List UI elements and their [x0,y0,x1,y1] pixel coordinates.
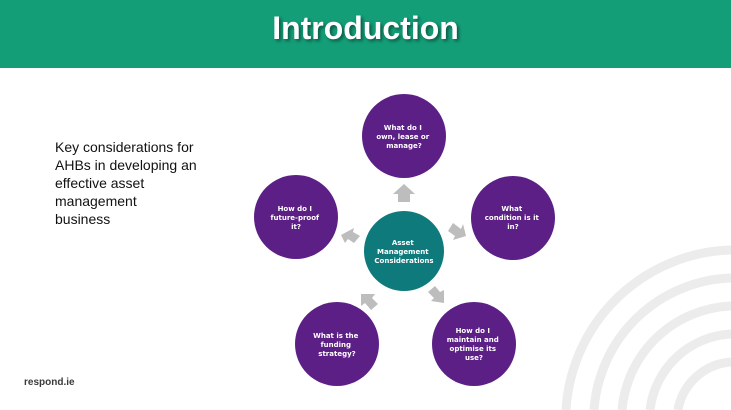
node-label-line: use? [465,354,483,362]
node-circle [362,94,446,178]
arrow-up [393,184,415,202]
node-label: How do I maintain and optimise its use? [447,327,501,362]
node-circle [471,176,555,260]
arrow-up-right [448,223,466,240]
node-label: What is the funding strategy? [313,332,361,358]
intro-line: AHBs in developing an [55,157,197,173]
intro-line: Key considerations for [55,139,194,155]
node-label: What do I own, lease or manage? [376,124,431,150]
node-label-line: maintain and [447,336,499,344]
arrow-up-left [341,228,360,243]
node-label-line: own, lease or [376,133,429,141]
center-label-line: Management [377,248,429,256]
node-circle [254,175,338,259]
node-label-line: manage? [386,142,422,150]
center-label-line: Asset [392,239,414,247]
arrow-group [341,184,466,310]
node-own: What do I own, lease or manage? [362,94,446,178]
node-circle [432,302,516,386]
node-label-line: What is the [313,332,359,340]
intro-line: effective asset [55,175,145,191]
node-label-line: condition is it [485,214,540,222]
node-label: How do I future-proof it? [270,205,321,231]
node-condition: What condition is it in? [471,176,555,260]
node-label-line: it? [291,223,301,231]
center-circle [364,211,444,291]
node-label-line: optimise its [450,345,497,353]
node-label-line: in? [507,223,518,231]
center-node: Asset Management Considerations [364,211,444,291]
node-label-line: How do I [456,327,490,335]
node-label-line: strategy? [318,350,355,358]
node-circle [295,302,379,386]
node-label-line: What do I [384,124,422,132]
center-label: Asset Management Considerations [374,239,433,265]
node-label-line: future-proof [270,214,320,222]
arrow-down-left [361,294,378,310]
arrow-down-right [428,286,444,303]
intro-text: Key considerations for AHBs in developin… [55,138,215,228]
intro-line: business [55,211,111,227]
center-label-line: Considerations [374,257,433,265]
node-maintain: How do I maintain and optimise its use? [432,302,516,386]
node-label-line: funding [321,341,351,349]
node-label-line: How do I [278,205,312,213]
node-future: How do I future-proof it? [254,175,338,259]
intro-line: management [55,193,137,209]
node-label-line: What [501,205,522,213]
slide-title: Introduction [272,10,459,46]
brand-logo-text: respond.ie [24,377,75,388]
node-funding: What is the funding strategy? [295,302,379,386]
header-bar [0,0,731,68]
node-label: What condition is it in? [485,205,542,231]
